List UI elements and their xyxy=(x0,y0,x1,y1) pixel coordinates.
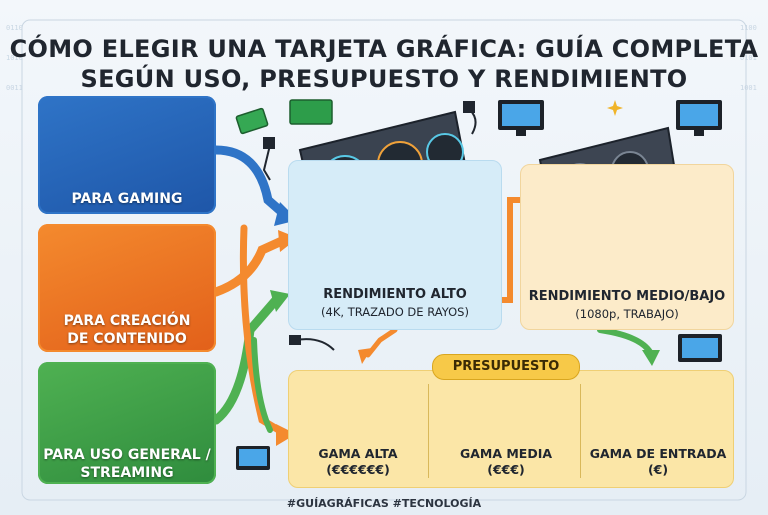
budget-tier-entry: GAMA DE ENTRADA (€) xyxy=(588,446,728,478)
svg-text:1001: 1001 xyxy=(740,84,757,92)
svg-text:1010: 1010 xyxy=(6,54,23,62)
high-performance-title: RENDIMIENTO ALTO xyxy=(323,287,467,302)
arrowhead-orange-2 xyxy=(276,424,296,446)
performance-panel-mid-low: RENDIMIENTO MEDIO/BAJO (1080p, TRABAJO) xyxy=(520,164,734,330)
use-panel-general-streaming: PARA USO GENERAL / STREAMING xyxy=(38,362,216,484)
tier-mid-line-1: GAMA MEDIA xyxy=(459,446,553,461)
title-line-1: CÓMO ELEGIR UNA TARJETA GRÁFICA: GUÍA CO… xyxy=(9,35,759,63)
creation-label-line-2: DE CONTENIDO xyxy=(67,331,187,347)
general-label-line-2: STREAMING xyxy=(80,465,174,481)
use-panel-gaming: PARA GAMING xyxy=(38,96,216,214)
flow-arrows xyxy=(211,145,653,436)
svg-text:0101: 0101 xyxy=(740,54,757,62)
tier-entry-line-1: GAMA DE ENTRADA xyxy=(589,446,727,461)
general-label-line-1: PARA USO GENERAL / xyxy=(43,447,211,463)
title-line-2: SEGÚN USO, PRESUPUESTO Y RENDIMIENTO xyxy=(80,65,688,93)
arrow-gaming-to-high xyxy=(211,145,289,219)
budget-tier-high: GAMA ALTA (€€€€€€) xyxy=(288,446,428,478)
high-performance-subtitle: (4K, TRAZADO DE RAYOS) xyxy=(321,305,469,319)
arrow-general-to-budget xyxy=(251,337,273,433)
arrow-creation-to-budget xyxy=(239,224,286,436)
performance-panel-high: RENDIMIENTO ALTO (4K, TRAZADO DE RAYOS) xyxy=(288,160,502,330)
tier-high-line-1: GAMA ALTA xyxy=(318,446,398,461)
svg-text:0011: 0011 xyxy=(6,84,23,92)
creation-label-line-1: PARA CREACIÓN xyxy=(63,313,191,329)
frame-border xyxy=(21,19,747,501)
budget-heading: PRESUPUESTO xyxy=(432,354,580,380)
tier-entry-line-2: (€) xyxy=(647,462,669,477)
budget-divider xyxy=(580,384,581,478)
page-title: CÓMO ELEGIR UNA TARJETA GRÁFICA: GUÍA CO… xyxy=(0,34,768,94)
background-pattern: 0110 1010 0011 1100 0101 1001 xyxy=(6,24,757,92)
use-panel-content-creation: PARA CREACIÓN DE CONTENIDO xyxy=(38,224,216,352)
gaming-label: PARA GAMING xyxy=(71,191,183,207)
arrow-creation-to-high xyxy=(211,235,289,297)
svg-text:0110: 0110 xyxy=(6,24,23,32)
hashtags: #GUÍAGRÁFICAS #TECNOLOGÍA xyxy=(286,497,482,510)
arrowhead-orange-4 xyxy=(358,348,372,364)
budget-tier-mid: GAMA MEDIA (€€€) xyxy=(436,446,576,478)
tier-high-line-2: (€€€€€€) xyxy=(326,462,390,477)
arrow-high-to-budget xyxy=(365,327,398,358)
mid-performance-title: RENDIMIENTO MEDIO/BAJO xyxy=(528,289,726,304)
monitor-icon xyxy=(236,100,722,470)
arrowhead-green xyxy=(270,290,290,312)
tier-mid-line-2: (€€€) xyxy=(487,462,525,477)
arrowhead-green-2 xyxy=(642,350,660,366)
budget-panel xyxy=(288,370,734,488)
arrow-mid-to-budget xyxy=(597,327,653,355)
budget-divider xyxy=(428,384,429,478)
mid-performance-subtitle: (1080p, TRABAJO) xyxy=(575,307,679,321)
svg-text:1100: 1100 xyxy=(740,24,757,32)
